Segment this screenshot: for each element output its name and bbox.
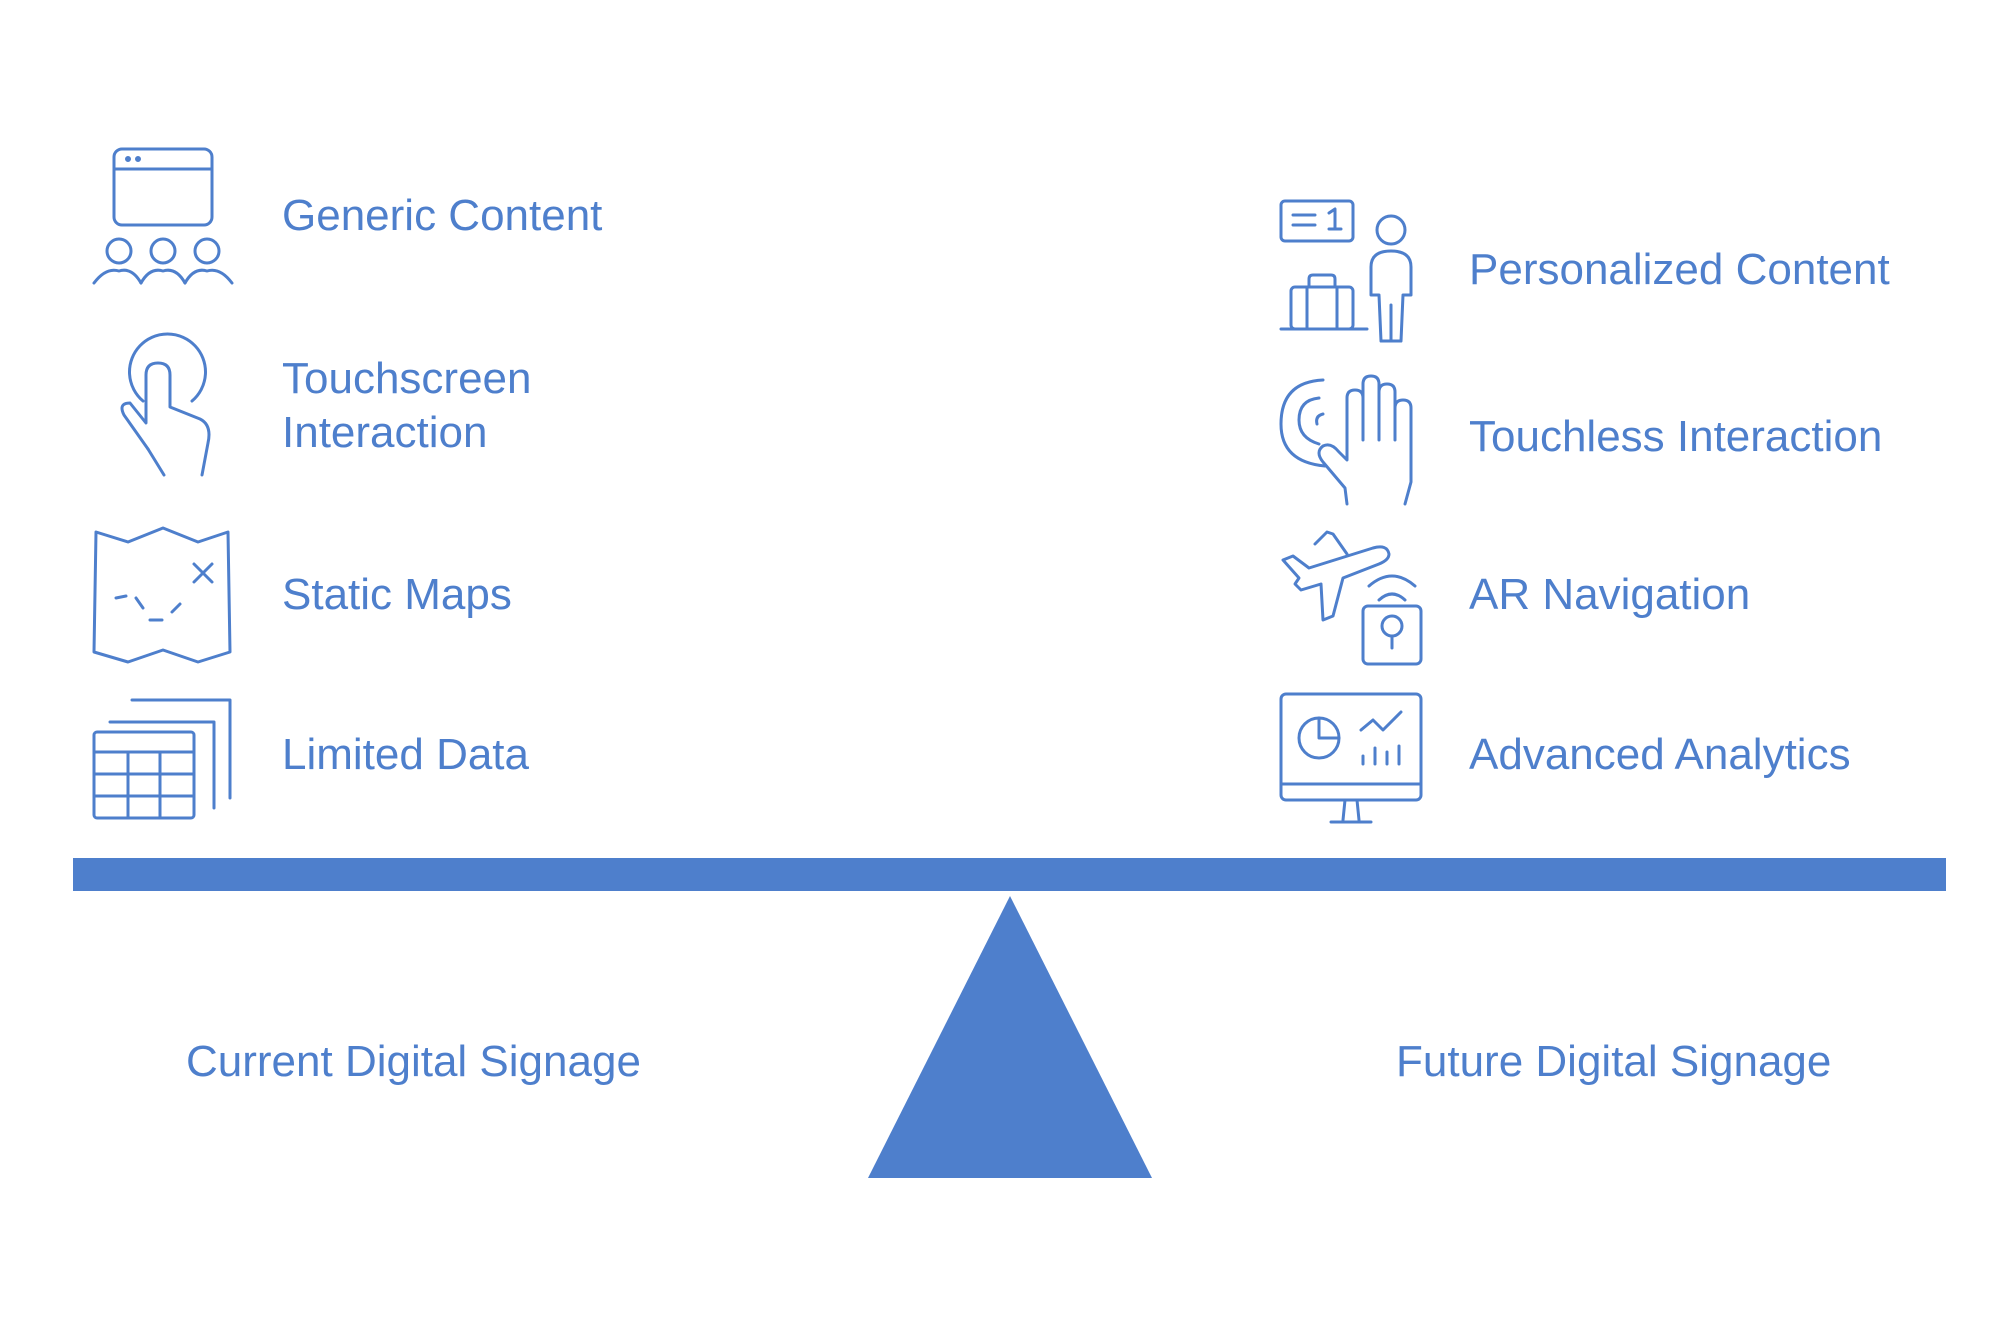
gesture-wave-icon [1275, 362, 1425, 512]
left-item-limited-data: Limited Data [88, 680, 529, 830]
left-caption: Current Digital Signage [186, 1037, 641, 1086]
right-caption: Future Digital Signage [1396, 1037, 1832, 1086]
left-item-label: Limited Data [282, 730, 530, 779]
seesaw-beam [73, 858, 1946, 891]
right-item-label: Personalized Content [1469, 245, 1890, 294]
traveler-ticket-icon [1275, 195, 1425, 345]
right-item-label: Advanced Analytics [1469, 730, 1851, 779]
audience-screen-icon [88, 141, 238, 291]
touch-hand-icon [88, 331, 238, 481]
folded-map-icon [88, 520, 238, 670]
right-item-ar-navigation: AR Navigation [1275, 520, 1750, 670]
left-item-label: Touchscreen Interaction [282, 354, 532, 457]
left-item-label: Generic Content [282, 191, 603, 240]
left-item-generic-content: Generic Content [88, 141, 602, 291]
seesaw-fulcrum [868, 896, 1152, 1178]
right-item-personalized-content: Personalized Content [1275, 195, 1890, 345]
left-item-touchscreen-interaction: Touchscreen Interaction [88, 331, 582, 481]
left-item-static-maps: Static Maps [88, 520, 512, 670]
analytics-monitor-icon [1275, 680, 1425, 830]
right-item-touchless-interaction: Touchless Interaction [1275, 362, 1882, 512]
left-item-label: Static Maps [282, 570, 512, 619]
airplane-location-icon [1275, 520, 1425, 670]
right-item-label: AR Navigation [1469, 570, 1751, 619]
stacked-tables-icon [88, 680, 238, 830]
right-item-advanced-analytics: Advanced Analytics [1275, 680, 1851, 830]
right-item-label: Touchless Interaction [1469, 412, 1883, 461]
